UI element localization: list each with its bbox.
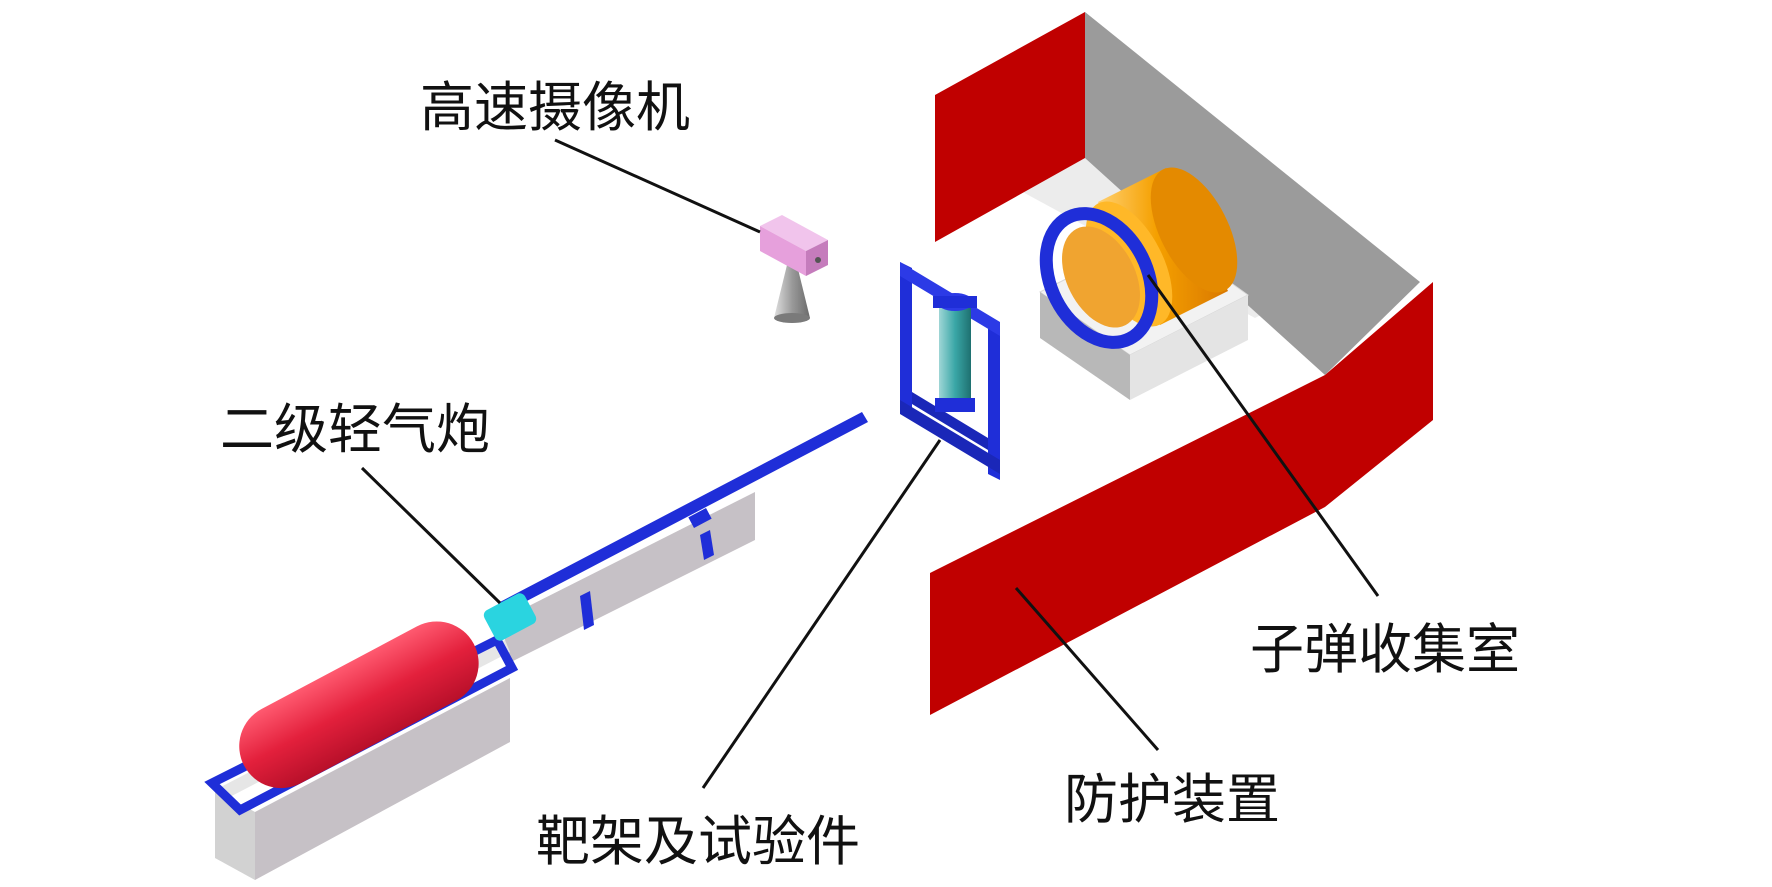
frame-right-post — [988, 328, 1000, 480]
base-block-front — [215, 790, 255, 880]
barrel-joint — [688, 508, 712, 528]
barrel-support-1 — [580, 591, 594, 630]
base-block-side — [255, 678, 510, 880]
collector-cylinder-body — [1098, 168, 1228, 325]
red-front-wall — [930, 375, 1325, 715]
bullet-collector — [1039, 167, 1249, 400]
collector-opening — [1062, 226, 1140, 328]
collector-pedestal-right — [1130, 295, 1248, 400]
leader-gun — [360, 466, 502, 605]
grey-back-wall — [1085, 12, 1420, 375]
frame-left-post — [900, 262, 912, 415]
label-target: 靶架及试验件 — [536, 810, 860, 873]
camera-body-top — [760, 215, 828, 251]
label-protection: 防护装置 — [1064, 768, 1280, 831]
leader-protection — [1014, 587, 1160, 751]
red-side-wall — [1325, 282, 1433, 507]
specimen-clamp-top — [933, 296, 977, 308]
leader-collector — [1146, 274, 1380, 597]
high-speed-camera — [760, 215, 828, 323]
cyan-coupler — [483, 593, 537, 641]
labels: 高速摄像机 二级轻气炮 靶架及试验件 子弹收集室 防护装置 — [220, 76, 1520, 873]
label-camera: 高速摄像机 — [420, 76, 690, 139]
light-gas-gun — [204, 412, 868, 880]
collector-cylinder-back — [1150, 167, 1238, 293]
camera-tripod-cone — [774, 265, 810, 318]
leader-camera — [554, 138, 761, 234]
red-back-wall — [935, 12, 1085, 242]
leader-target — [701, 439, 942, 789]
camera-tripod-base — [774, 313, 810, 323]
camera-body-left — [760, 226, 806, 276]
label-gun: 二级轻气炮 — [220, 398, 490, 461]
camera-lens-icon — [815, 257, 821, 263]
specimen-cylinder — [939, 302, 971, 408]
target-frame — [900, 262, 1000, 480]
gun-shadow — [505, 492, 755, 665]
gas-reservoir-tank — [239, 621, 479, 789]
frame-cross-bar — [912, 392, 988, 450]
frame-bottom-bar — [900, 400, 1000, 474]
barrel-support-2 — [700, 530, 714, 560]
specimen-clamp-bottom — [935, 398, 975, 412]
collector-blue-ring — [1039, 207, 1159, 349]
barrel — [498, 412, 868, 613]
label-collector: 子弹收集室 — [1250, 618, 1520, 681]
